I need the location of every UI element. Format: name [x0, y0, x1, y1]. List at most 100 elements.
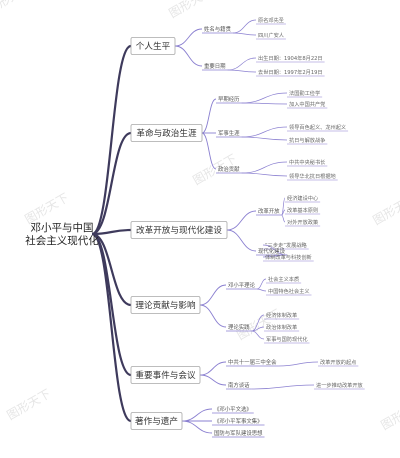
leaf-topic: “三步走”发展战略 — [265, 241, 308, 249]
watermark-text: 图形天下 — [0, 0, 33, 17]
leaf-topic: 体制改革与科技创新 — [265, 253, 312, 261]
leaf-topic: 领导百色起义、龙州起义 — [289, 123, 346, 131]
sub-connector — [199, 284, 227, 306]
leaf-connector — [232, 32, 257, 36]
sub-connector — [174, 28, 203, 47]
connector-layer — [91, 19, 365, 438]
branch-connector — [91, 232, 132, 423]
leaf-topic: 改革基本原则 — [287, 206, 318, 214]
sub-connector — [226, 210, 257, 231]
leaf-connector — [251, 384, 315, 390]
sub-topic: 改革开放 — [258, 207, 280, 215]
branch-6: 著作与遗产 《邓小平文选》《邓小平军事文集》国防与军队建设思想 — [130, 405, 263, 437]
sub-topic: 理论实践 — [228, 323, 250, 331]
leaf-connector — [262, 254, 287, 258]
leaf-connector — [227, 57, 257, 71]
branch-box — [130, 366, 201, 384]
leaf-topic: 中国特色社会主义 — [268, 287, 310, 295]
branch-box — [130, 296, 201, 314]
leaf-connector — [232, 19, 257, 34]
sub-topic: 南方谈话 — [228, 381, 250, 389]
branch-box — [130, 37, 176, 55]
leaf-topic: 领导华北抗日根据地 — [289, 172, 336, 180]
leaf-topic: 政治体制改革 — [266, 323, 297, 331]
sub-connector — [201, 98, 217, 134]
branch-label: 个人生平 — [136, 40, 171, 52]
root-topic-line-1: 邓小平与中国 — [31, 221, 94, 234]
sub-connector — [199, 374, 227, 386]
sub-topic: 现代化建设 — [258, 247, 286, 255]
leaf-connector — [241, 172, 288, 177]
watermark-text: 图形天下 — [379, 396, 400, 432]
sub-connector — [181, 420, 213, 434]
leaf-connector — [281, 214, 286, 223]
branch-connector — [91, 228, 132, 236]
branch-label: 理论贡献与影响 — [135, 299, 196, 311]
leaf-connector — [227, 69, 257, 73]
sub-connector — [201, 132, 217, 170]
sub-connector — [199, 304, 227, 328]
branch-box — [130, 124, 203, 142]
sub-connector — [199, 361, 227, 376]
leaf-topic: 进一步推动改革开放 — [316, 381, 364, 389]
sub-topic: 姓名与籍贯 — [204, 25, 232, 33]
sub-topic: 国防与军队建设思想 — [214, 429, 263, 437]
leaf-topic: 四川广安人 — [258, 31, 284, 39]
branch-connector — [91, 232, 132, 377]
leaf-topic: 改革开放的起点 — [320, 358, 356, 366]
leaf-connector — [241, 126, 288, 138]
sub-topic: 早期经历 — [218, 95, 240, 103]
branch-label: 重要事件与会议 — [135, 369, 196, 381]
leaf-topic: 法国勤工俭学 — [289, 89, 320, 97]
sub-topic: 中共十一届三中全会 — [228, 358, 277, 366]
leaf-topic: 军事与国防现代化 — [266, 335, 308, 343]
leaf-connector — [251, 314, 265, 332]
branch-box — [130, 412, 183, 430]
watermark-text: 图形天下 — [371, 191, 400, 227]
leaf-topic: 加入中国共产党 — [289, 100, 325, 108]
leaf-connector — [241, 161, 288, 174]
leaf-connector — [251, 330, 265, 340]
leaf-topic: 去世日期：1997年2月19日 — [258, 68, 323, 76]
leaf-connector — [256, 288, 267, 292]
leaf-connector — [278, 361, 319, 367]
sub-topic: 《邓小平军事文集》 — [214, 417, 263, 425]
branch-3: 改革开放与现代化建设 改革开放经济建设中心改革基本原则对外开放政策现代化建设“三步… — [130, 194, 319, 261]
leaf-topic: 社会主义本质 — [268, 275, 299, 283]
leaf-topic: 经济建设中心 — [287, 194, 318, 202]
branch-connector — [91, 232, 132, 307]
leaf-connector — [256, 278, 267, 290]
leaf-topic: 对外开放政策 — [287, 218, 319, 226]
leaf-topic: 中共中央秘书长 — [289, 158, 326, 166]
branch-label: 著作与遗产 — [135, 415, 178, 427]
leaf-connector — [241, 136, 288, 141]
root-topic-line-2: 社会主义现代化 — [25, 234, 99, 247]
branch-connector — [91, 44, 132, 236]
leaf-topic: 抗日与解放战争 — [289, 136, 325, 144]
sub-connector — [181, 408, 213, 422]
sub-topic: 重要日期 — [204, 62, 226, 70]
branch-connector — [91, 131, 132, 236]
watermark-text: 图形天下 — [167, 0, 216, 21]
leaf-connector — [241, 92, 288, 104]
leaf-topic: 原名邓先圣 — [258, 16, 285, 24]
branch-box — [130, 221, 228, 239]
leaf-topic: 经济体制改革 — [266, 311, 297, 319]
leaf-topic: 出生日期：1904年8月22日 — [258, 54, 323, 62]
leaf-connector — [241, 102, 288, 105]
sub-connector — [174, 45, 203, 67]
sub-connector — [226, 229, 257, 252]
sub-topic: 政治贡献 — [218, 165, 240, 173]
branch-label: 改革开放与现代化建设 — [136, 224, 222, 236]
watermark-text: 图形天下 — [5, 386, 54, 422]
branch-label: 革命与政治生涯 — [136, 127, 197, 139]
sub-topic: 《邓小平文选》 — [214, 405, 252, 413]
branch-4: 理论贡献与影响邓小平理论社会主义本质中国特色社会主义理论实践经济体制改革政治体制… — [130, 275, 310, 343]
sub-topic: 军事生涯 — [218, 129, 240, 137]
